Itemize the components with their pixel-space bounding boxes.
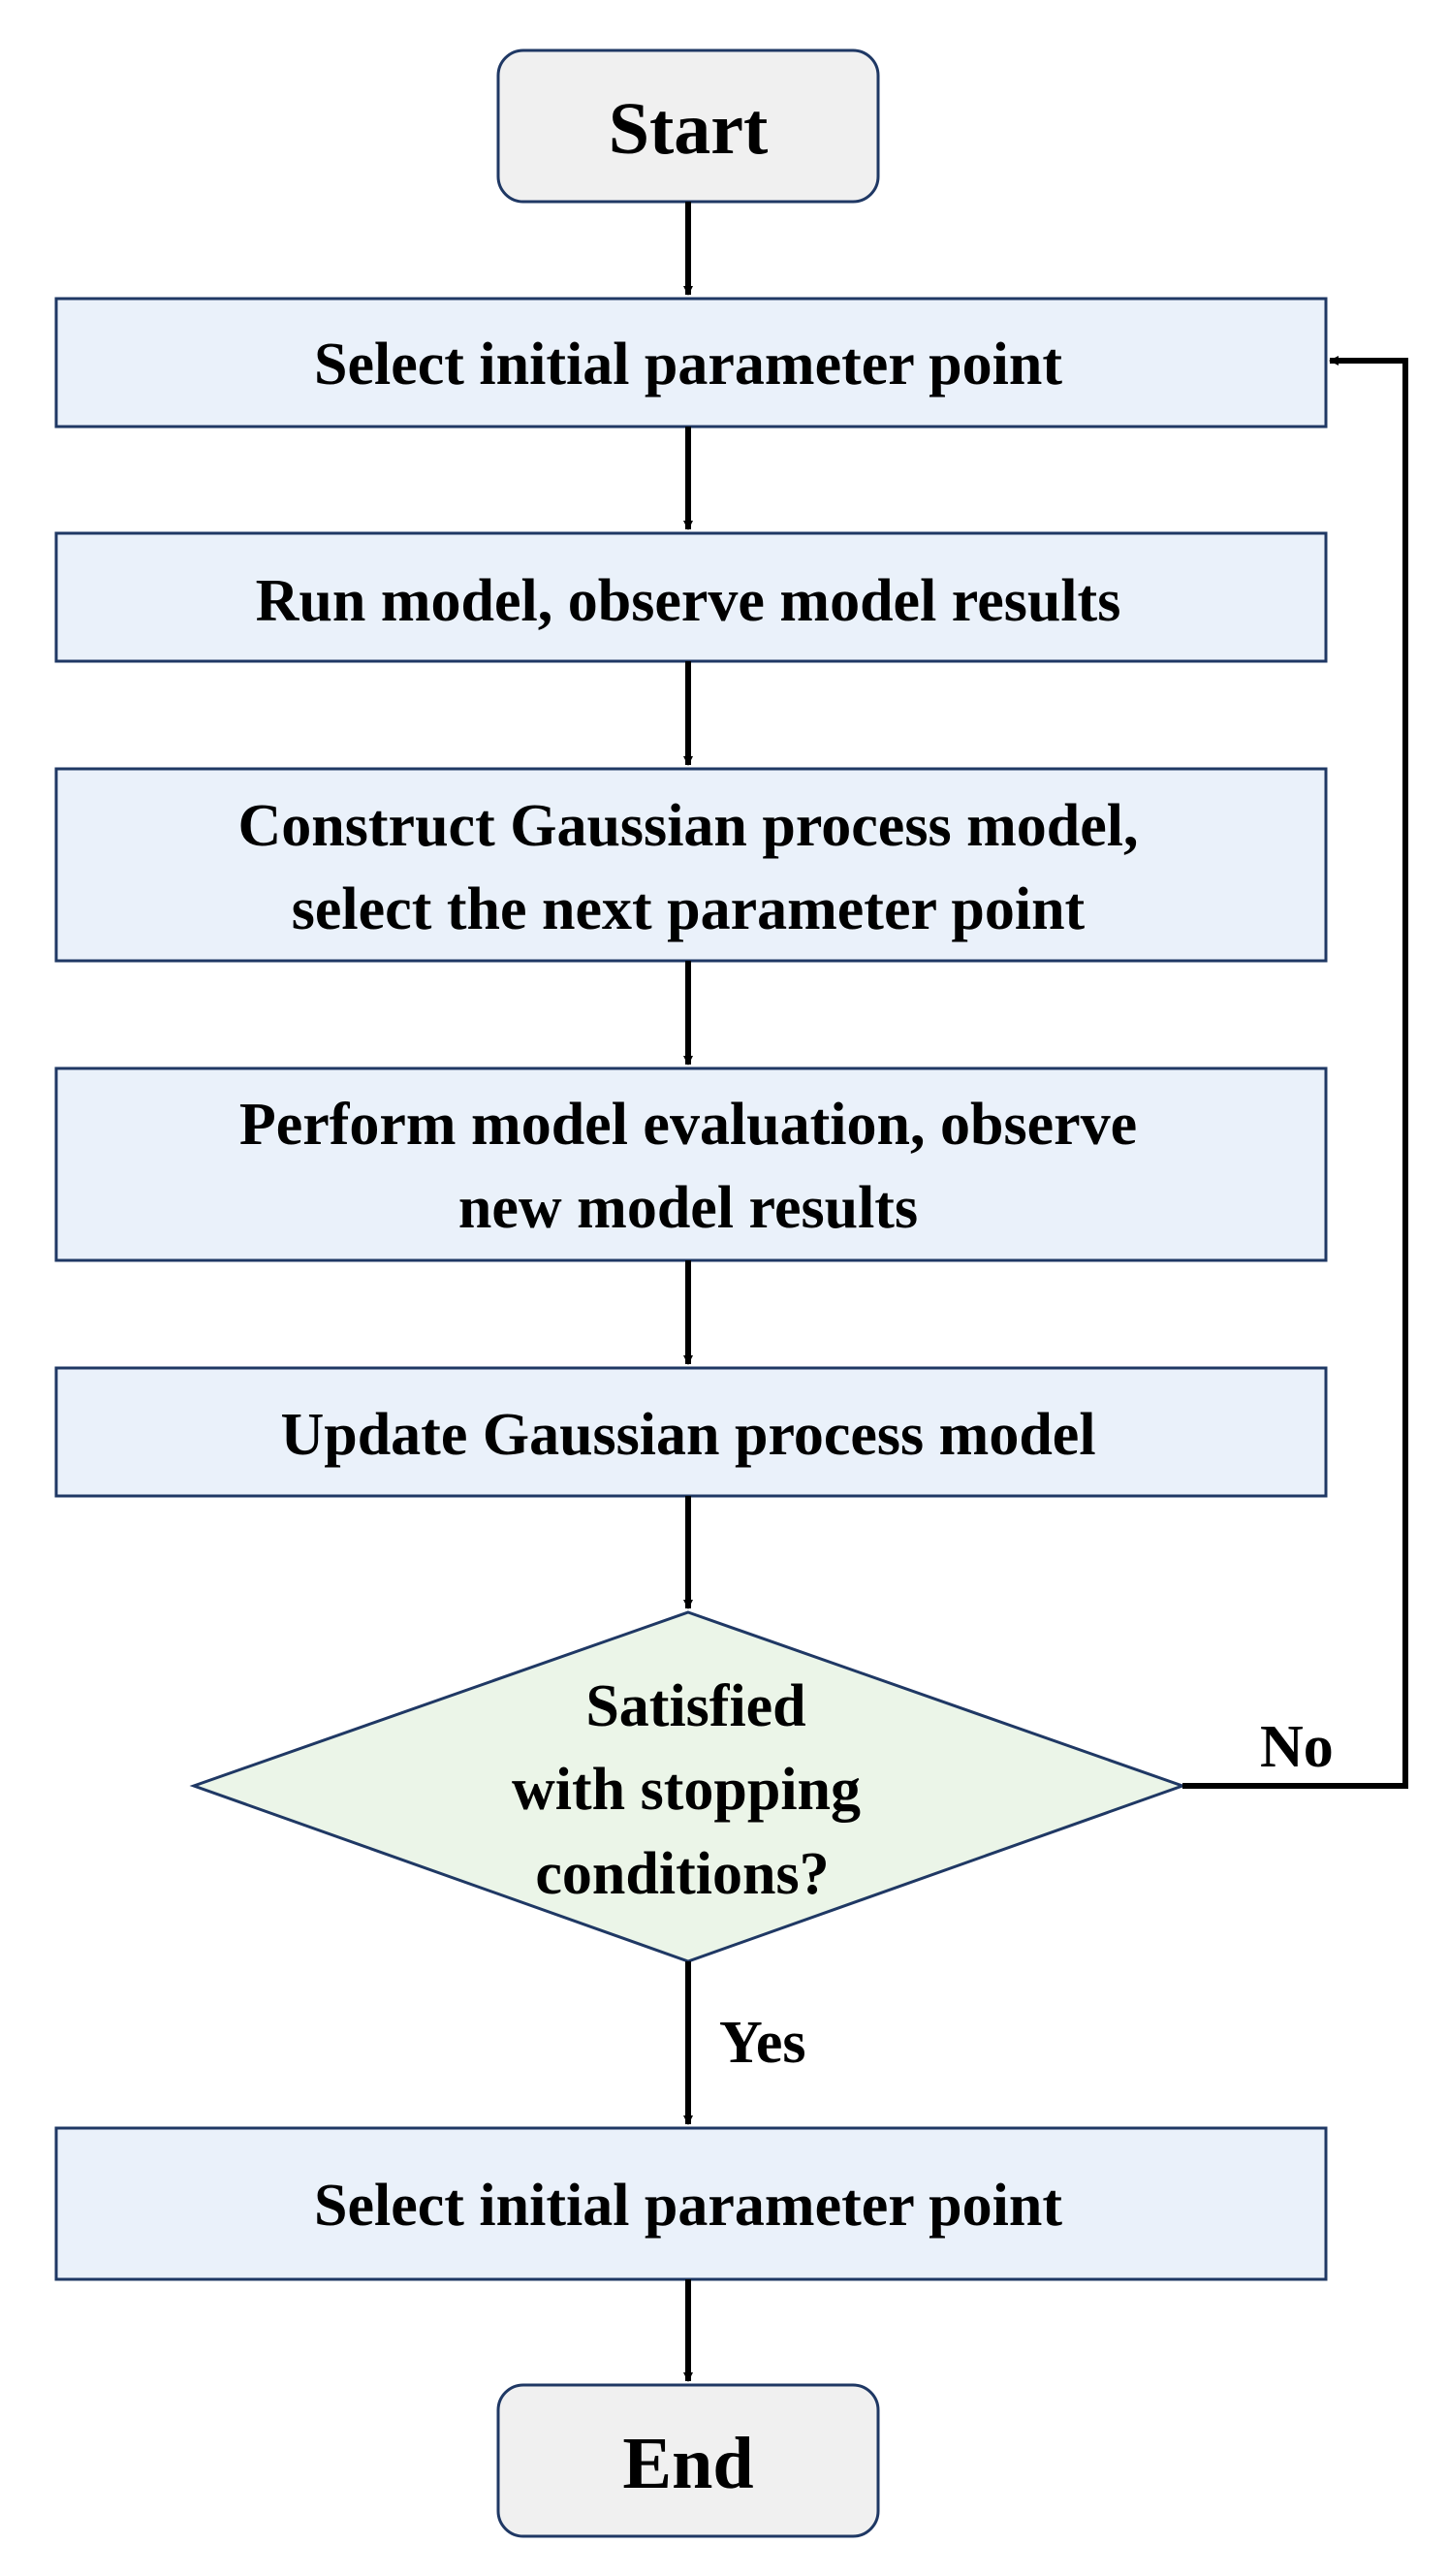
- step-final-select-initial-parameter-point: Select initial parameter point: [54, 2126, 1328, 2281]
- end-terminal-shape: [496, 2383, 880, 2538]
- step-perform-model-evaluation: Perform model evaluation, observe new mo…: [54, 1066, 1328, 1262]
- start-label: Start: [609, 88, 769, 170]
- decision-label-line-2: with stopping: [512, 1757, 861, 1823]
- step-2-box: [54, 531, 1328, 663]
- end-label: End: [622, 2423, 753, 2504]
- end-terminal: End: [496, 2383, 880, 2538]
- decision-label-line-1: Satisfied: [585, 1673, 805, 1739]
- step-3-label-line-1: Construct Gaussian process model,: [238, 793, 1139, 859]
- step-4-label-line-2: new model results: [458, 1175, 918, 1241]
- step-3-box: [54, 767, 1328, 963]
- step-1-label: Select initial parameter point: [314, 332, 1062, 398]
- decision-label-line-3: conditions?: [535, 1841, 829, 1907]
- decision-stopping-conditions: Satisfied with stopping conditions?: [189, 1610, 1187, 1963]
- step-update-gaussian-process-model: Update Gaussian process model: [54, 1366, 1328, 1498]
- step-4-box: [54, 1066, 1328, 1262]
- final-step-box: [54, 2126, 1328, 2281]
- step-2-label: Run model, observe model results: [256, 568, 1121, 634]
- step-3-label-line-2: select the next parameter point: [292, 876, 1086, 942]
- yes-label: Yes: [719, 2010, 806, 2076]
- no-label: No: [1260, 1714, 1334, 1780]
- final-step-label: Select initial parameter point: [314, 2173, 1062, 2239]
- step-1-box: [54, 297, 1328, 429]
- step-4-label-line-1: Perform model evaluation, observe: [239, 1092, 1137, 1158]
- start-terminal: Start: [496, 48, 880, 204]
- step-run-model: Run model, observe model results: [54, 531, 1328, 663]
- step-select-initial-parameter-point: Select initial parameter point: [54, 297, 1328, 429]
- connectors: [683, 202, 1408, 2382]
- step-5-label: Update Gaussian process model: [280, 1402, 1095, 1468]
- step-construct-gaussian-process-model: Construct Gaussian process model, select…: [54, 767, 1328, 963]
- arrow-decision-no-loop: [1182, 356, 1408, 1789]
